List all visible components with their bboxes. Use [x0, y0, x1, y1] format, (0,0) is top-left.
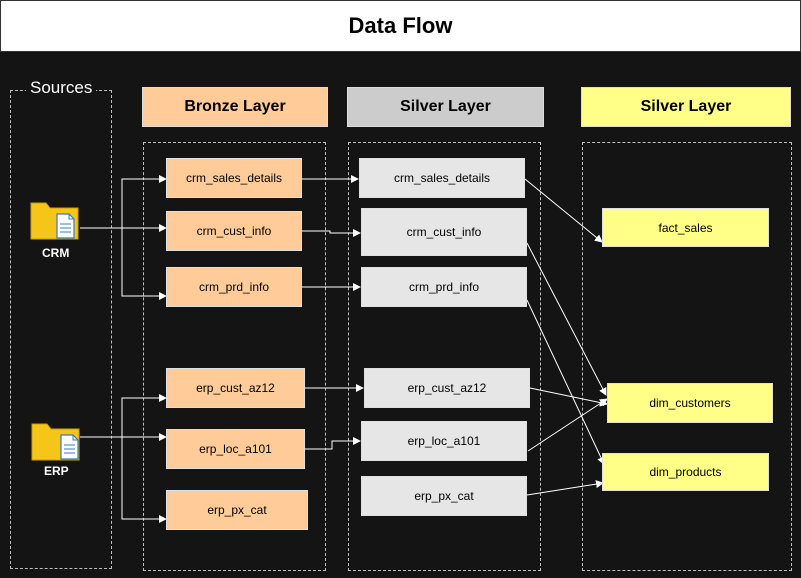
gold-fact-sales: fact_sales	[602, 208, 769, 247]
silver-cust-to-dimcust	[526, 242, 607, 396]
silver-crm-cust-info: crm_cust_info	[361, 208, 527, 256]
silver-crm-prd-info: crm_prd_info	[361, 267, 527, 307]
bronze-crm-prd-info: crm_prd_info	[166, 267, 302, 307]
bronze-erp-px-cat: erp_px_cat	[166, 490, 308, 530]
erp-to-bronze-cust	[80, 394, 167, 438]
silver-group	[348, 142, 541, 571]
bronze-to-silver-loc	[305, 437, 361, 450]
silver-prd-to-dimprod	[526, 299, 605, 465]
diagram-title: Data Flow	[0, 0, 801, 52]
bronze-crm-sales-details: crm_sales_details	[166, 158, 302, 198]
gold-dim-customers: dim_customers	[607, 383, 773, 423]
crm-to-bronze-prd	[80, 227, 167, 300]
bronze-layer-header: Bronze Layer	[142, 87, 328, 127]
erp-folder-icon	[31, 423, 80, 461]
gold-layer-header: Silver Layer	[581, 87, 791, 127]
gold-group	[582, 142, 792, 571]
crm-folder-icon	[30, 202, 79, 240]
silver-erp-px-cat: erp_px_cat	[361, 476, 527, 516]
crm-to-bronze-sales	[80, 175, 167, 229]
bronze-erp-cust-az12: erp_cust_az12	[166, 368, 305, 408]
gold-dim-products: dim_products	[602, 453, 769, 491]
silver-erpcust-to-dimcust	[529, 387, 608, 407]
erp-source-label: ERP	[44, 464, 69, 478]
bronze-erp-loc-a101: erp_loc_a101	[166, 429, 305, 469]
silver-erp-cust-az12: erp_cust_az12	[364, 368, 530, 408]
silver-layer-header: Silver Layer	[347, 87, 544, 127]
bronze-group	[143, 142, 326, 571]
erp-to-bronze-px	[80, 436, 167, 523]
sources-label: Sources	[26, 78, 97, 98]
silver-loc-to-dimcust	[527, 398, 608, 452]
bronze-crm-cust-info: crm_cust_info	[166, 211, 302, 251]
silver-px-to-dimprod	[526, 480, 604, 496]
silver-erp-loc-a101: erp_loc_a101	[361, 421, 527, 461]
silver-crm-sales-details: crm_sales_details	[359, 158, 525, 198]
crm-source-label: CRM	[42, 246, 70, 260]
bronze-to-silver-cust	[302, 229, 361, 237]
silver-to-fact	[524, 178, 603, 243]
